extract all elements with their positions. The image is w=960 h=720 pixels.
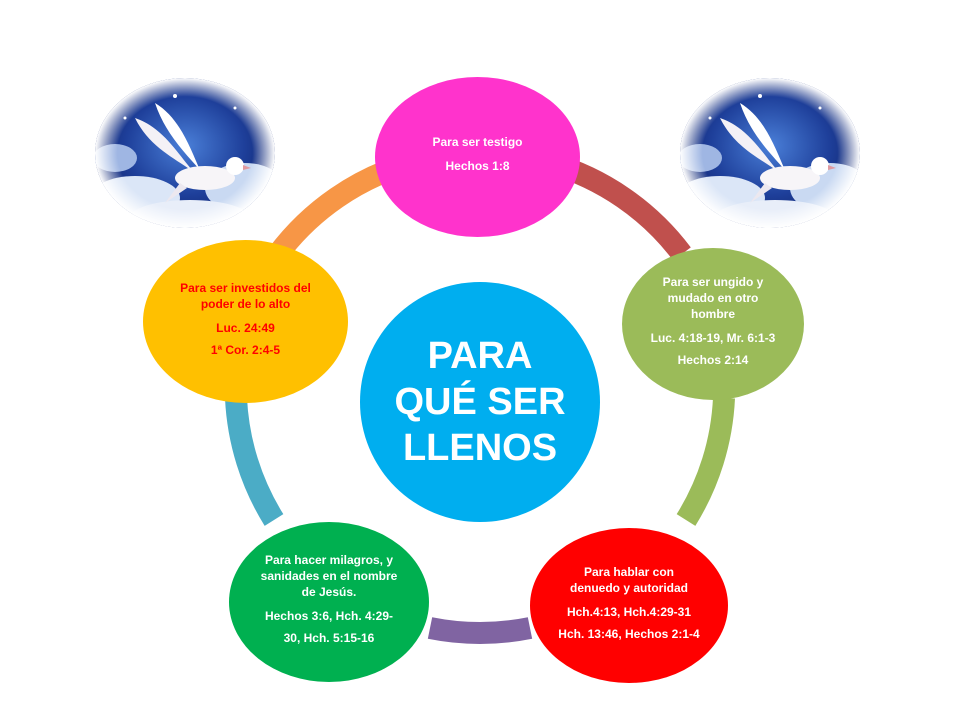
node-right-line-1: Para ser ungido y (663, 274, 764, 290)
node-left-line-2: poder de lo alto (180, 296, 311, 312)
node-bottom-left-line-3: de Jesús. (261, 584, 398, 600)
center-title-line-1: PARA (428, 333, 533, 379)
dove-in-clouds-icon (680, 78, 860, 228)
node-bottom-left-ref-1: Hechos 3:6, Hch. 4:29- (265, 608, 393, 624)
node-bottom-left-line-1: Para hacer milagros, y (261, 552, 398, 568)
node-bottom-right-ref-2: Hch. 13:46, Hechos 2:1-4 (558, 626, 699, 642)
node-bottom-right-line-1: Para hablar con (570, 564, 688, 580)
node-bottom-left-line-2: sanidades en el nombre (261, 568, 398, 584)
center-circle: PARA QUÉ SER LLENOS (360, 282, 600, 522)
center-title-line-2: QUÉ SER (394, 379, 565, 425)
node-top-ref-1: Hechos 1:8 (445, 158, 509, 174)
dove-image-left (95, 78, 275, 228)
node-right-ref-2: Hechos 2:14 (651, 352, 776, 368)
node-left-ref-1: Luc. 24:49 (211, 320, 280, 336)
center-title-line-3: LLENOS (403, 425, 557, 471)
node-right-line-2: mudado en otro (663, 290, 764, 306)
node-right-ref-1: Luc. 4:18-19, Mr. 6:1-3 (651, 330, 776, 346)
node-top: Para ser testigo Hechos 1:8 (375, 77, 580, 237)
node-bottom-right: Para hablar con denuedo y autoridad Hch.… (530, 528, 728, 683)
node-right-line-3: hombre (663, 306, 764, 322)
node-right: Para ser ungido y mudado en otro hombre … (622, 248, 804, 400)
node-bottom-right-line-2: denuedo y autoridad (570, 580, 688, 596)
ring-arc-bottom (430, 628, 530, 633)
node-bottom-left: Para hacer milagros, y sanidades en el n… (229, 522, 429, 682)
ring-arc-right-bottom (686, 398, 724, 520)
node-bottom-left-ref-2: 30, Hch. 5:15-16 (265, 630, 393, 646)
dove-in-clouds-icon (95, 78, 275, 228)
node-left: Para ser investidos del poder de lo alto… (143, 240, 348, 403)
dove-image-right (680, 78, 860, 228)
node-left-ref-2: 1ª Cor. 2:4-5 (211, 342, 280, 358)
ring-arc-bottom-left (236, 398, 274, 520)
node-bottom-right-ref-1: Hch.4:13, Hch.4:29-31 (558, 604, 699, 620)
node-top-line-1: Para ser testigo (432, 134, 522, 150)
node-left-line-1: Para ser investidos del (180, 280, 311, 296)
